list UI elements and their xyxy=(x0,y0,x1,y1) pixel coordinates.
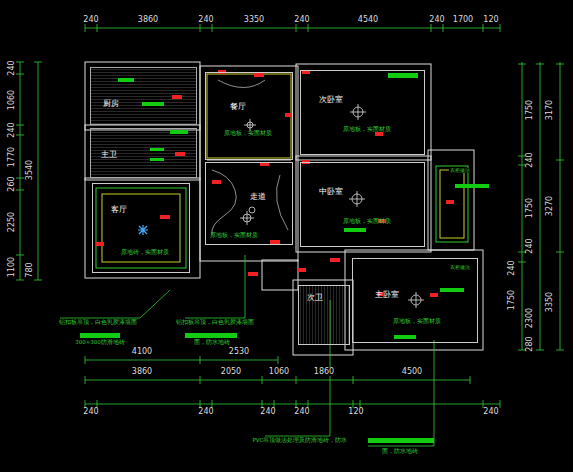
dimension-text: 280 xyxy=(526,335,534,352)
note-text: 面，防水地砖 xyxy=(193,340,231,346)
room-box: 厨房 xyxy=(90,67,197,125)
dimension-text: 260 xyxy=(8,175,16,192)
dimension-text: 3170 xyxy=(546,99,554,121)
dimension-text: 240 xyxy=(526,151,534,168)
dimension-text: 1700 xyxy=(452,16,474,24)
dimension-text: 1750 xyxy=(508,289,516,311)
note-text: 衣柜做法 xyxy=(449,265,471,270)
note-text: 300×300防滑地砖 xyxy=(74,340,126,346)
dimension-text: 240 xyxy=(8,121,16,138)
room-box: 主卧室原地板，实面材质 xyxy=(352,258,478,343)
room-box: 餐厅原地板，实面材质 xyxy=(205,72,293,160)
dimension-text: 240 xyxy=(526,237,534,254)
room-name: 中卧室 xyxy=(319,188,343,196)
dimension-text: 240 xyxy=(197,408,214,416)
dimension-text: 240 xyxy=(428,16,445,24)
dimension-text: 4540 xyxy=(357,16,379,24)
dimension-text: 240 xyxy=(482,408,499,416)
dimension-text: 2530 xyxy=(228,348,250,356)
room-box: 次卧室原地板，实面材质 xyxy=(300,70,425,155)
room-name: 次卧室 xyxy=(319,96,343,104)
dimension-text: 1060 xyxy=(8,89,16,111)
floor-note: 原地板，实面材质 xyxy=(393,319,441,325)
room-name: 客厅 xyxy=(111,206,127,214)
dimension-text: 3540 xyxy=(26,159,34,181)
floor-note: 原地板，实面材质 xyxy=(224,131,272,137)
floor-note: 原地板，实面材质 xyxy=(210,233,258,239)
dimension-text: 1060 xyxy=(268,368,290,376)
dimension-text: 3860 xyxy=(137,16,159,24)
dimension-text: 3350 xyxy=(243,16,265,24)
room-name: 厨房 xyxy=(103,100,119,108)
dimension-text: 240 xyxy=(259,408,276,416)
dimension-text: 4500 xyxy=(401,368,423,376)
room-box: 次卫 xyxy=(298,285,350,345)
dimension-text: 780 xyxy=(26,261,34,278)
room-name: 主卧室 xyxy=(375,291,399,299)
note-text: PVC吊顶做法处理及防滑地砖，防水 xyxy=(252,438,349,444)
dimension-text: 4100 xyxy=(131,348,153,356)
dimension-text: 3270 xyxy=(546,195,554,217)
dimension-text: 120 xyxy=(347,408,364,416)
room-name: 主卫 xyxy=(101,151,117,159)
note-text: 面，防水地砖 xyxy=(381,449,419,455)
floor-note: 原地砖，实面材质 xyxy=(121,250,169,256)
dimension-text: 240 xyxy=(293,408,310,416)
dimension-text: 2250 xyxy=(8,211,16,233)
note-text: 铝扣板吊顶，白色乳胶漆墙面 xyxy=(58,320,138,326)
dimension-text: 2050 xyxy=(220,368,242,376)
dimension-text: 2300 xyxy=(526,307,534,329)
dimension-text: 1750 xyxy=(526,197,534,219)
room-box: 主卫 xyxy=(90,128,197,178)
floor-note: 原地板，实面材质 xyxy=(343,127,391,133)
dimension-text: 3350 xyxy=(546,291,554,313)
dimension-text: 240 xyxy=(82,16,99,24)
dimension-text: 1860 xyxy=(313,368,335,376)
dimension-text: 240 xyxy=(293,16,310,24)
dimension-text: 240 xyxy=(197,16,214,24)
room-name: 次卫 xyxy=(307,294,323,302)
dimension-text: 240 xyxy=(82,408,99,416)
dimension-text: 1750 xyxy=(526,99,534,121)
dimension-text: 120 xyxy=(482,16,499,24)
dimension-text: 1100 xyxy=(8,256,16,278)
note-text: 铝扣板吊顶，白色乳胶漆墙面 xyxy=(175,320,255,326)
dimension-text: 240 xyxy=(8,59,16,76)
note-text: 衣柜做法 xyxy=(449,168,471,173)
dimension-text: 1770 xyxy=(8,146,16,168)
room-box: 走道原地板，实面材质 xyxy=(205,162,293,245)
room-box: 客厅原地砖，实面材质 xyxy=(92,183,190,273)
dimension-text: 240 xyxy=(508,259,516,276)
room-name: 走道 xyxy=(250,193,266,201)
room-box: 中卧室原地板，实面材质 xyxy=(300,162,425,247)
room-name: 餐厅 xyxy=(230,103,246,111)
floor-note: 原地板，实面材质 xyxy=(343,219,391,225)
dimension-text: 3860 xyxy=(131,368,153,376)
